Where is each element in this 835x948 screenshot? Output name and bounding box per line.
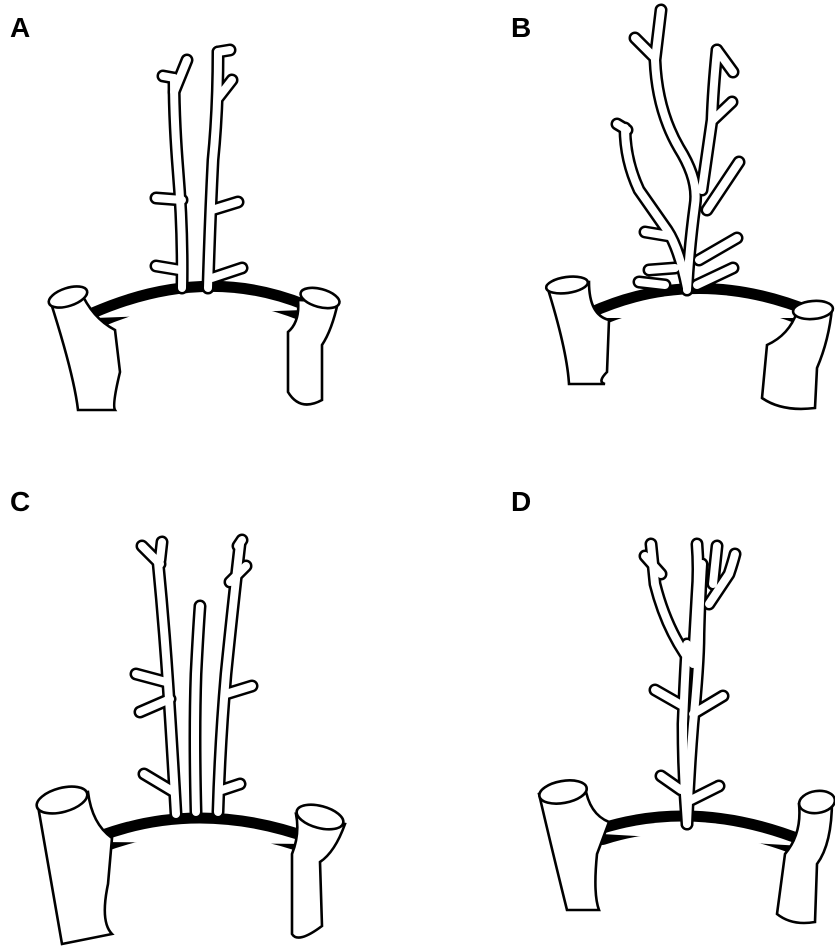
vessel-branches-c bbox=[136, 540, 252, 814]
panel-d: D bbox=[417, 474, 834, 948]
vessel-branches-a bbox=[156, 50, 242, 288]
left-trunk-b bbox=[545, 274, 609, 384]
vessel-lumen bbox=[617, 124, 627, 130]
vessel-lumen bbox=[699, 238, 737, 260]
vessel-lumen bbox=[238, 540, 242, 546]
vessel-lumen bbox=[212, 268, 242, 278]
vessel-lumen bbox=[683, 644, 687, 824]
vessel-lumen bbox=[160, 542, 162, 560]
panel-c: C bbox=[0, 474, 417, 948]
vessel-lumen bbox=[218, 50, 230, 52]
arch-c bbox=[100, 823, 310, 844]
vessel-diagram-a bbox=[0, 0, 417, 474]
panel-a: A bbox=[0, 0, 417, 474]
right-trunk-c bbox=[292, 800, 346, 937]
vessel-lumen bbox=[639, 282, 665, 285]
panel-b: B bbox=[417, 0, 834, 474]
vessel-diagram-c bbox=[0, 474, 417, 948]
arch-b bbox=[592, 294, 812, 318]
vessel-lumen bbox=[645, 232, 669, 236]
left-trunk-d bbox=[537, 777, 609, 910]
vessel-branches-b bbox=[617, 10, 739, 290]
vessel-lumen bbox=[163, 76, 174, 78]
vessel-diagram-d bbox=[417, 474, 834, 948]
arch-d bbox=[602, 822, 802, 847]
vessel-branches-d bbox=[645, 544, 735, 824]
vessel-lumen bbox=[156, 198, 182, 200]
right-trunk-d bbox=[777, 789, 835, 923]
vessel-lumen bbox=[707, 162, 739, 210]
vessel-lumen bbox=[156, 266, 180, 270]
arch-a bbox=[95, 292, 303, 318]
vessel-lumen bbox=[222, 784, 240, 790]
vessel-lumen bbox=[713, 546, 717, 584]
left-trunk-c bbox=[34, 782, 112, 944]
vessel-lumen bbox=[649, 268, 675, 270]
vessel-diagram-b bbox=[417, 0, 834, 474]
